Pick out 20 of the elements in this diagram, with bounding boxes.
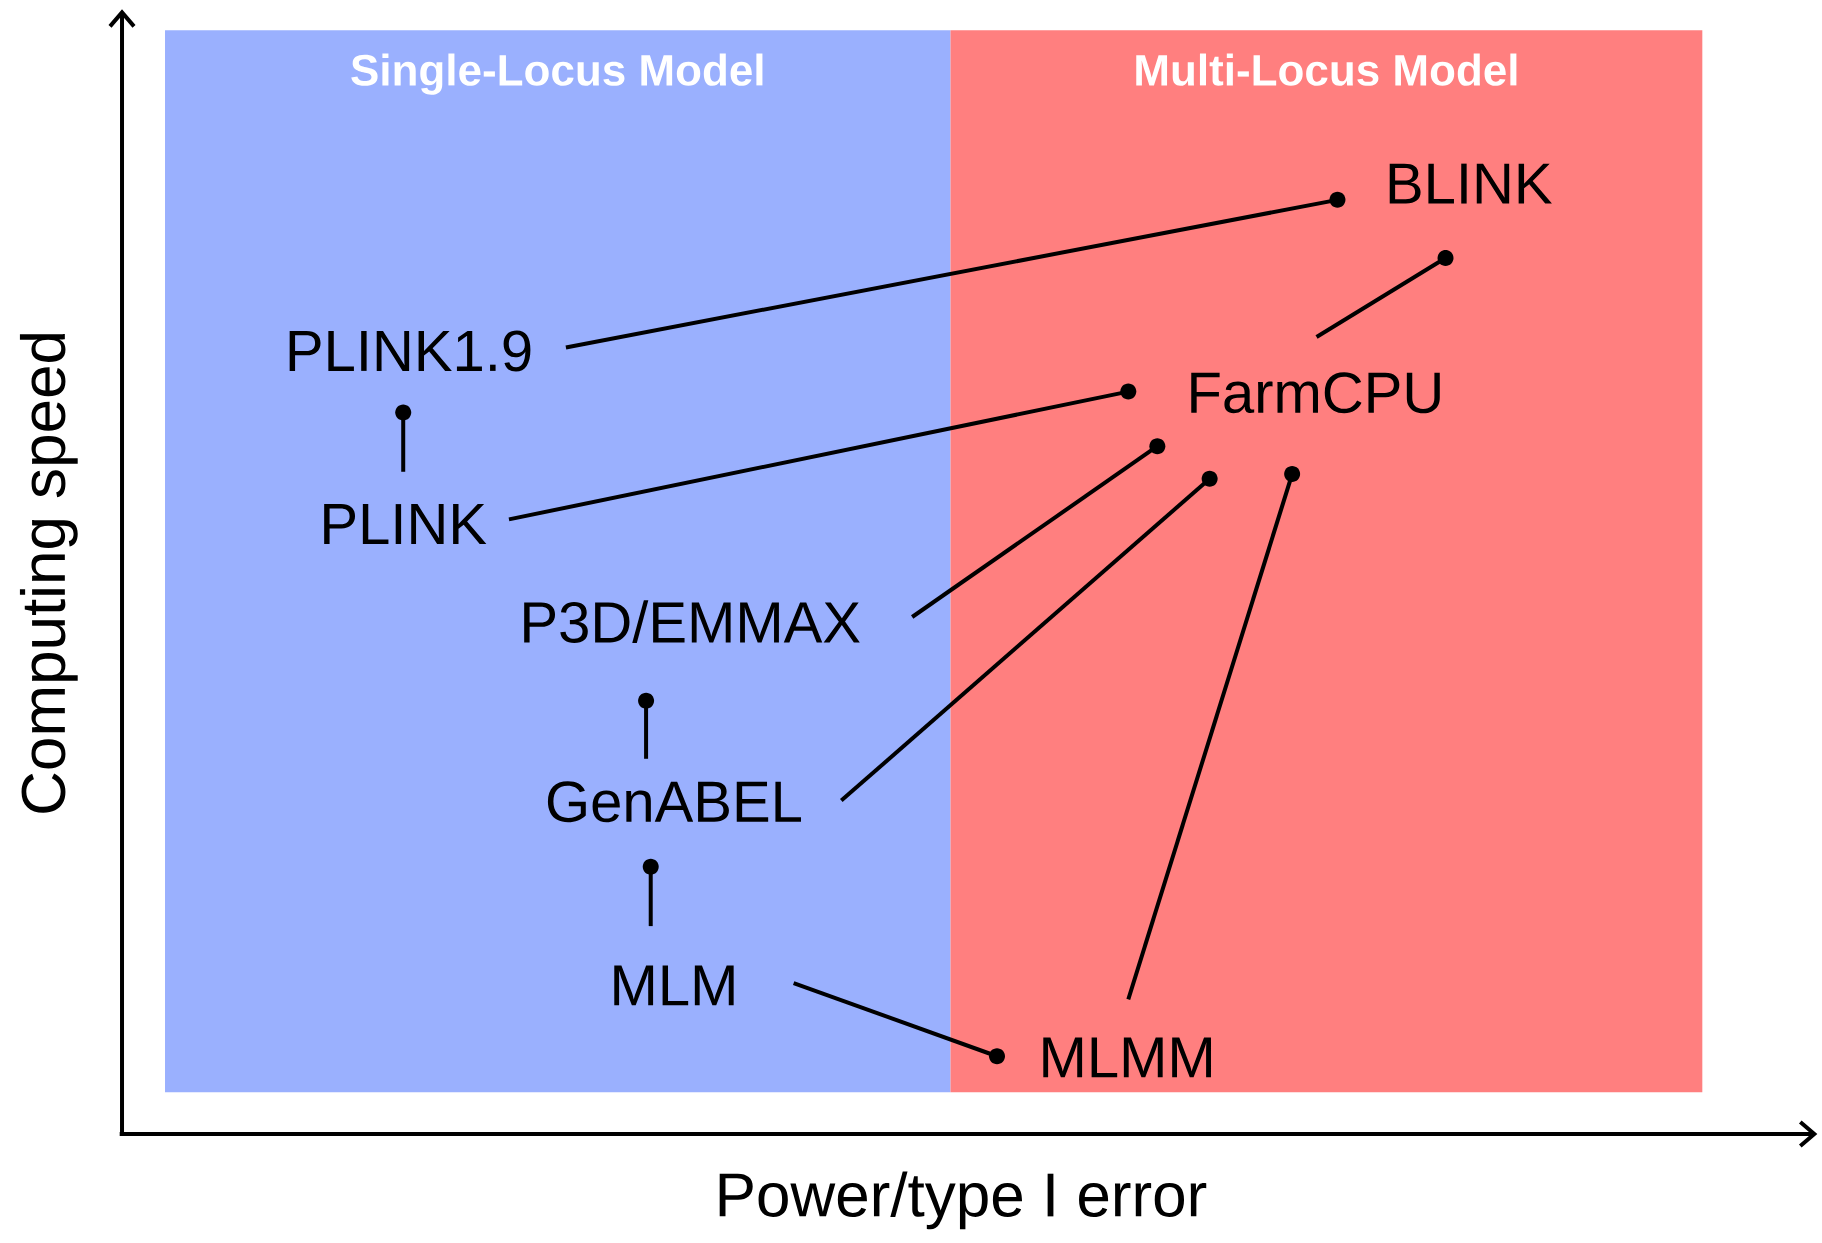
method-label: GenABEL xyxy=(547,781,801,823)
method-label: P3D/EMMAX xyxy=(524,600,860,643)
method-label: FarmCPU xyxy=(1191,372,1440,414)
axis-label: Power/type I error xyxy=(719,1171,1207,1230)
method-label: PLINK xyxy=(324,503,487,544)
connector-line xyxy=(565,191,1346,350)
method-label: MLM xyxy=(614,965,734,1006)
connector-line xyxy=(911,438,1166,619)
connector-line xyxy=(792,981,1005,1065)
axis-label: Computing speed xyxy=(19,333,78,813)
connector-line xyxy=(395,404,412,472)
connector-line xyxy=(638,692,655,759)
connector-line xyxy=(642,858,659,926)
connector-line xyxy=(1126,465,1301,1000)
method-label: BLINK xyxy=(1389,163,1552,204)
connector-line xyxy=(839,470,1218,802)
method-label: MLMM xyxy=(1043,1037,1211,1078)
method-label: PLINK1.9 xyxy=(289,330,531,372)
connector-line xyxy=(508,383,1137,522)
connector-line xyxy=(1315,249,1454,339)
